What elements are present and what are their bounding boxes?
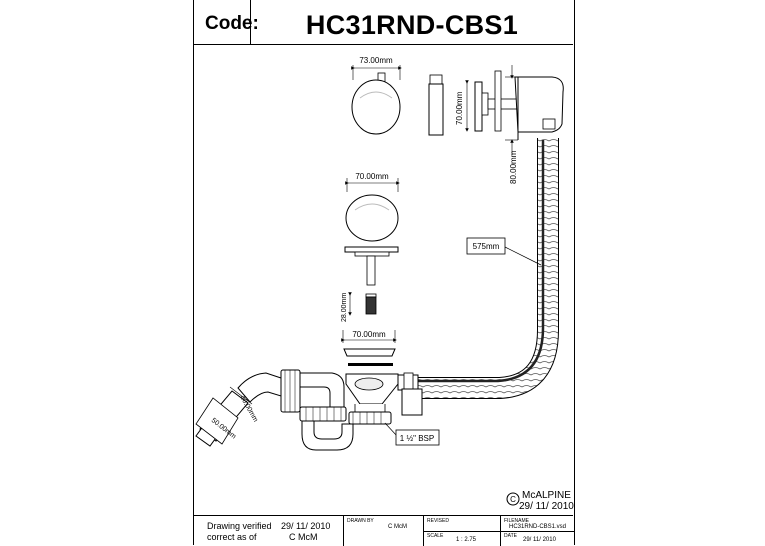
hose-length-box (466, 237, 506, 255)
spring-part (348, 292, 377, 316)
drawn-by-cell: DRAWN BY C McM (343, 516, 424, 546)
flange-part (341, 330, 397, 366)
header-divider (250, 0, 251, 44)
flexible-hose (418, 138, 559, 399)
filename-value: HC31RND-CBS1.vsd (509, 524, 567, 530)
copyright-icon: C (506, 492, 520, 506)
revised-scale-cell: REVISED SCALE 1 : 2.75 (423, 516, 501, 546)
drawing-sheet (193, 0, 575, 545)
product-code: HC31RND-CBS1 (305, 10, 519, 40)
plug-top (345, 178, 400, 242)
code-label: Code: (205, 13, 259, 34)
filename-date-cell: FILENAME HC31RND-CBS1.vsd DATE 29/ 11/ 2… (500, 516, 574, 546)
drawn-by-label: DRAWN BY (347, 518, 374, 524)
verified-by: C McM (289, 532, 318, 542)
bsp-box (395, 429, 440, 446)
trap-assembly (195, 369, 423, 451)
verified-label-line1: Drawing verified (207, 521, 272, 531)
date-label: DATE (504, 533, 517, 539)
company-name: McALPINE (522, 490, 571, 501)
hose-leader-line (504, 246, 542, 266)
dim-hose-length: 575mm (473, 242, 500, 251)
top-cap-front (351, 65, 402, 135)
dim-spring-height: 28.00mm (341, 293, 348, 322)
scale-value: 1 : 2.75 (456, 537, 477, 543)
title-header: Code: HC31RND-CBS1 (193, 0, 573, 45)
dim-top-cap-width: 73.00mm (359, 56, 393, 65)
drawn-by-value: C McM (388, 524, 407, 530)
bsp-leader-line (384, 422, 398, 437)
dim-top-cap-height: 70.00mm (455, 91, 464, 125)
dim-plug-width: 70.00mm (355, 172, 389, 181)
outlet-thread-label: 1 ½" BSP (400, 434, 434, 443)
scale-label: SCALE (427, 533, 444, 539)
overflow-assembly (465, 65, 564, 155)
title-block: Drawing verified correct as of 29/ 11/ 2… (193, 515, 574, 546)
svg-text:C: C (510, 495, 516, 504)
company-date: 29/ 11/ 2010 (519, 501, 574, 512)
filename-label: FILENAME (504, 518, 530, 524)
dim-flange-width: 70.00mm (352, 330, 386, 339)
top-cap-side (428, 74, 444, 136)
verified-date: 29/ 11/ 2010 (281, 521, 331, 531)
date-value: 29/ 11/ 2010 (523, 537, 556, 543)
verified-label-line2: correct as of (207, 532, 257, 542)
dim-overflow-depth: 80.00mm (509, 150, 518, 184)
revised-label: REVISED (427, 518, 449, 524)
plug-side (344, 246, 399, 286)
